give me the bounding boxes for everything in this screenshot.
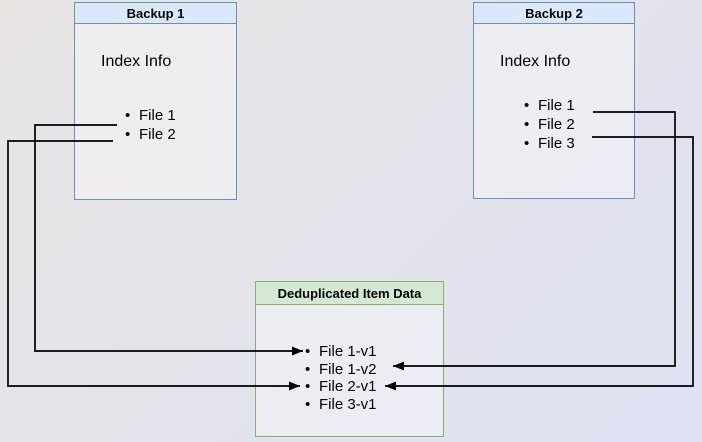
dedup-file-1-v1: File 1-v1	[305, 343, 377, 361]
dedup-file-list: File 1-v1 File 1-v2 File 2-v1 File 3-v1	[305, 343, 377, 413]
dedup-file-1-v2: File 1-v2	[305, 361, 377, 379]
backup2-file-3: File 3	[524, 134, 575, 153]
backup1-file-list: File 1 File 2	[125, 106, 176, 144]
backup2-file-1: File 1	[524, 96, 575, 115]
backup2-box: Backup 2 Index Info File 1 File 2 File 3	[473, 2, 635, 199]
dedup-file-3-v1: File 3-v1	[305, 396, 377, 414]
backup1-box: Backup 1 Index Info File 1 File 2	[74, 2, 237, 200]
backup1-index-info-label: Index Info	[101, 53, 172, 70]
backup2-file-list: File 1 File 2 File 3	[524, 96, 575, 153]
backup2-file-2: File 2	[524, 115, 575, 134]
backup1-file-2: File 2	[125, 125, 176, 144]
dedup-title: Deduplicated Item Data	[256, 282, 443, 305]
backup2-index-info-label: Index Info	[500, 53, 571, 70]
backup2-title: Backup 2	[474, 3, 634, 24]
backup1-file-1: File 1	[125, 106, 176, 125]
dedup-file-2-v1: File 2-v1	[305, 378, 377, 396]
backup1-title: Backup 1	[75, 3, 236, 24]
deduplicated-item-data-box: Deduplicated Item Data File 1-v1 File 1-…	[255, 281, 444, 437]
